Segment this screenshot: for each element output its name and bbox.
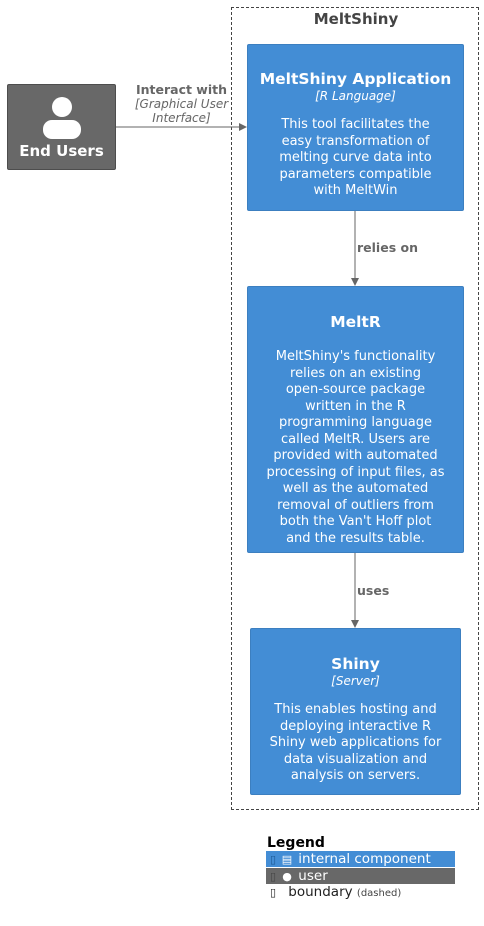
- desc-line: and the results table.: [286, 530, 425, 546]
- person-icon: ●: [282, 870, 292, 883]
- desc-line: removal of outliers from: [277, 497, 434, 513]
- shiny-component[interactable]: Shiny [Server] This enables hosting and …: [250, 628, 461, 795]
- desc-line: data visualization and: [283, 751, 428, 767]
- meltr-component[interactable]: MeltR MeltShiny's functionality relies o…: [247, 286, 464, 553]
- interact-tech-2: Interface]: [152, 111, 211, 125]
- desc-line: called MeltR. Users are: [280, 431, 431, 447]
- desc-line: easy transformation of: [281, 133, 430, 149]
- boundary-title: MeltShiny: [313, 10, 399, 28]
- component-description: This tool facilitates the easy transform…: [248, 117, 463, 200]
- desc-line: programming language: [279, 415, 432, 430]
- legend-boundary-note: (dashed): [356, 888, 402, 899]
- component-icon: ▤: [281, 853, 293, 866]
- desc-line: well as the automated: [282, 481, 429, 496]
- desc-line: deploying interactive R: [280, 718, 431, 734]
- legend-title: Legend: [267, 835, 325, 851]
- desc-line: relies on an existing: [290, 365, 421, 381]
- desc-line: processing of input files, as: [266, 464, 445, 480]
- legend-internal-label: internal component: [298, 851, 431, 867]
- unknown-glyph-icon: ▯: [269, 853, 277, 866]
- component-title: MeltR: [330, 313, 381, 331]
- desc-line: with MeltWin: [313, 183, 398, 198]
- desc-line: analysis on servers.: [290, 768, 421, 783]
- interact-edge-label: Interact with [Graphical User Interface]: [124, 82, 239, 125]
- legend-boundary-label: boundary: [288, 884, 353, 900]
- legend-internal-component: ▯ ▤ internal component: [266, 851, 455, 867]
- unknown-glyph-icon: ▯: [269, 870, 277, 883]
- desc-line: provided with automated: [273, 448, 438, 463]
- component-description: This enables hosting and deploying inter…: [251, 702, 460, 785]
- actor-name: End Users: [19, 142, 104, 160]
- component-technology: [R Language]: [315, 89, 396, 103]
- meltshiny-application-component[interactable]: MeltShiny Application [R Language] This …: [247, 44, 464, 211]
- component-technology: [Server]: [331, 674, 380, 688]
- interact-label: Interact with: [135, 82, 228, 97]
- end-users-actor[interactable]: End Users: [7, 84, 116, 170]
- legend-user-label: user: [298, 868, 328, 884]
- relies-on-label: relies on: [357, 240, 418, 255]
- legend-user: ▯ ● user: [266, 868, 455, 884]
- legend-boundary: ▯ boundary (dashed): [266, 884, 455, 900]
- uses-label: uses: [357, 583, 390, 598]
- component-title: MeltShiny Application: [259, 70, 452, 88]
- unknown-glyph-icon: ▯: [269, 886, 277, 899]
- desc-line: melting curve data into: [279, 150, 432, 165]
- desc-line: This tool facilitates the: [281, 117, 430, 132]
- person-icon: [43, 97, 81, 139]
- meltshiny-boundary: [231, 7, 479, 810]
- interact-tech-1: [Graphical User: [134, 97, 229, 111]
- desc-line: written in the R: [305, 398, 406, 414]
- desc-line: both the Van't Hoff plot: [279, 514, 432, 529]
- desc-line: parameters compatible: [279, 166, 432, 182]
- desc-line: MeltShiny's functionality: [275, 349, 436, 364]
- desc-line: Shiny web applications for: [269, 735, 442, 750]
- desc-line: This enables hosting and: [274, 702, 437, 717]
- desc-line: open-source package: [285, 382, 426, 397]
- component-title: Shiny: [331, 655, 380, 673]
- component-description: MeltShiny's functionality relies on an e…: [248, 349, 463, 547]
